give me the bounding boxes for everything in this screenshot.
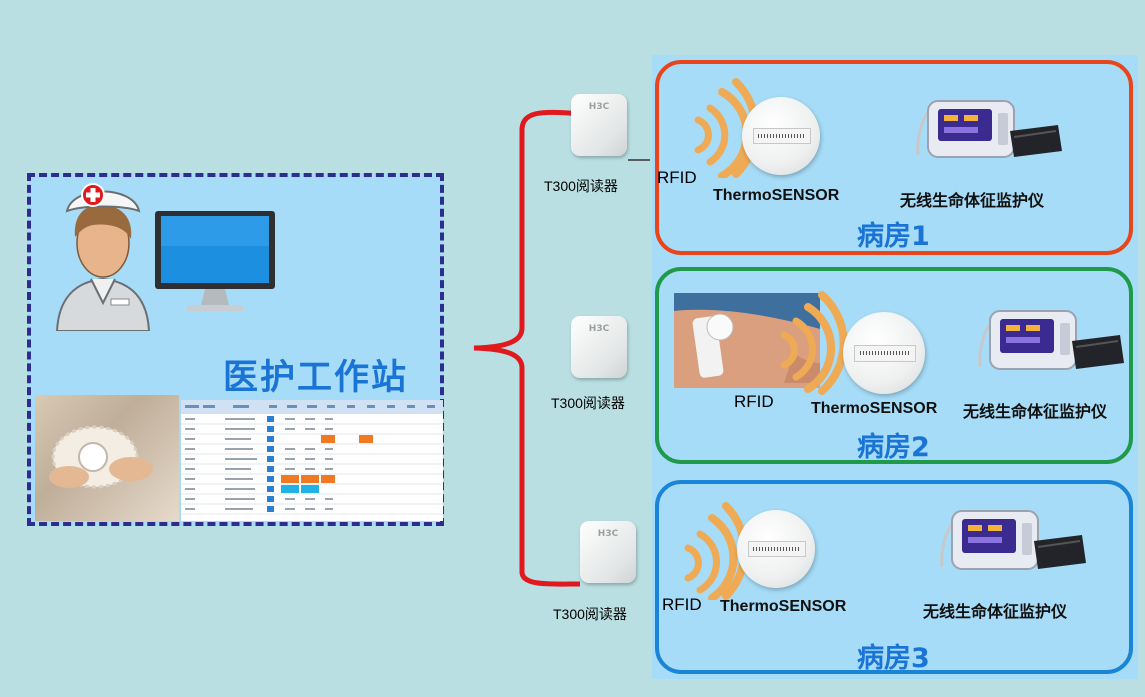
- thermosensor-device-2: [843, 312, 925, 394]
- rfid-label-1: RFID: [657, 168, 697, 187]
- t300-reader-2: H3C: [571, 316, 627, 378]
- temperature-patch-image: [49, 425, 153, 489]
- vital-sign-monitor-icon: [940, 510, 1086, 570]
- ward-3-box: [655, 480, 1133, 674]
- reader-label-2: T300阅读器: [551, 395, 625, 411]
- t300-reader-1: H3C: [571, 94, 627, 156]
- reader-label-1: T300阅读器: [544, 178, 618, 194]
- thermosensor-device-3: [737, 510, 815, 588]
- vital-sign-monitor-icon: [916, 100, 1062, 158]
- h3c-logo: H3C: [588, 102, 610, 112]
- ward-3-label: 病房3: [857, 643, 930, 674]
- workstation-panel: 医护工作站: [27, 173, 444, 526]
- thermosensor-device-1: [742, 97, 820, 175]
- computer-monitor-icon: [155, 211, 275, 311]
- reader-label-3: T300阅读器: [553, 606, 627, 622]
- ward-1-box: [655, 60, 1133, 255]
- ward-1-label: 病房1: [857, 221, 930, 252]
- patch-photo: [35, 395, 179, 521]
- monitor-label-1: 无线生命体征监护仪: [900, 191, 1045, 210]
- rfid-label-2: RFID: [734, 392, 774, 411]
- workstation-title: 医护工作站: [223, 358, 409, 398]
- vital-sign-monitor-icon: [978, 310, 1124, 370]
- ward-2-label: 病房2: [857, 432, 930, 463]
- h3c-logo: H3C: [588, 324, 610, 334]
- rfid-wave-icon: [780, 291, 848, 395]
- ward-2-box: [655, 267, 1133, 464]
- sensor-label-1: ThermoSENSOR: [713, 187, 840, 204]
- sensor-label-2: ThermoSENSOR: [811, 400, 938, 417]
- h3c-logo: H3C: [597, 529, 619, 539]
- sensor-label-3: ThermoSENSOR: [720, 598, 847, 615]
- t300-reader-3: H3C: [580, 521, 636, 583]
- patient-data-table: [181, 400, 443, 521]
- monitor-label-3: 无线生命体征监护仪: [923, 602, 1068, 621]
- nurse-icon: [55, 183, 151, 331]
- connection-bracket: [473, 109, 650, 587]
- rfid-label-3: RFID: [662, 595, 702, 614]
- monitor-label-2: 无线生命体征监护仪: [963, 402, 1108, 421]
